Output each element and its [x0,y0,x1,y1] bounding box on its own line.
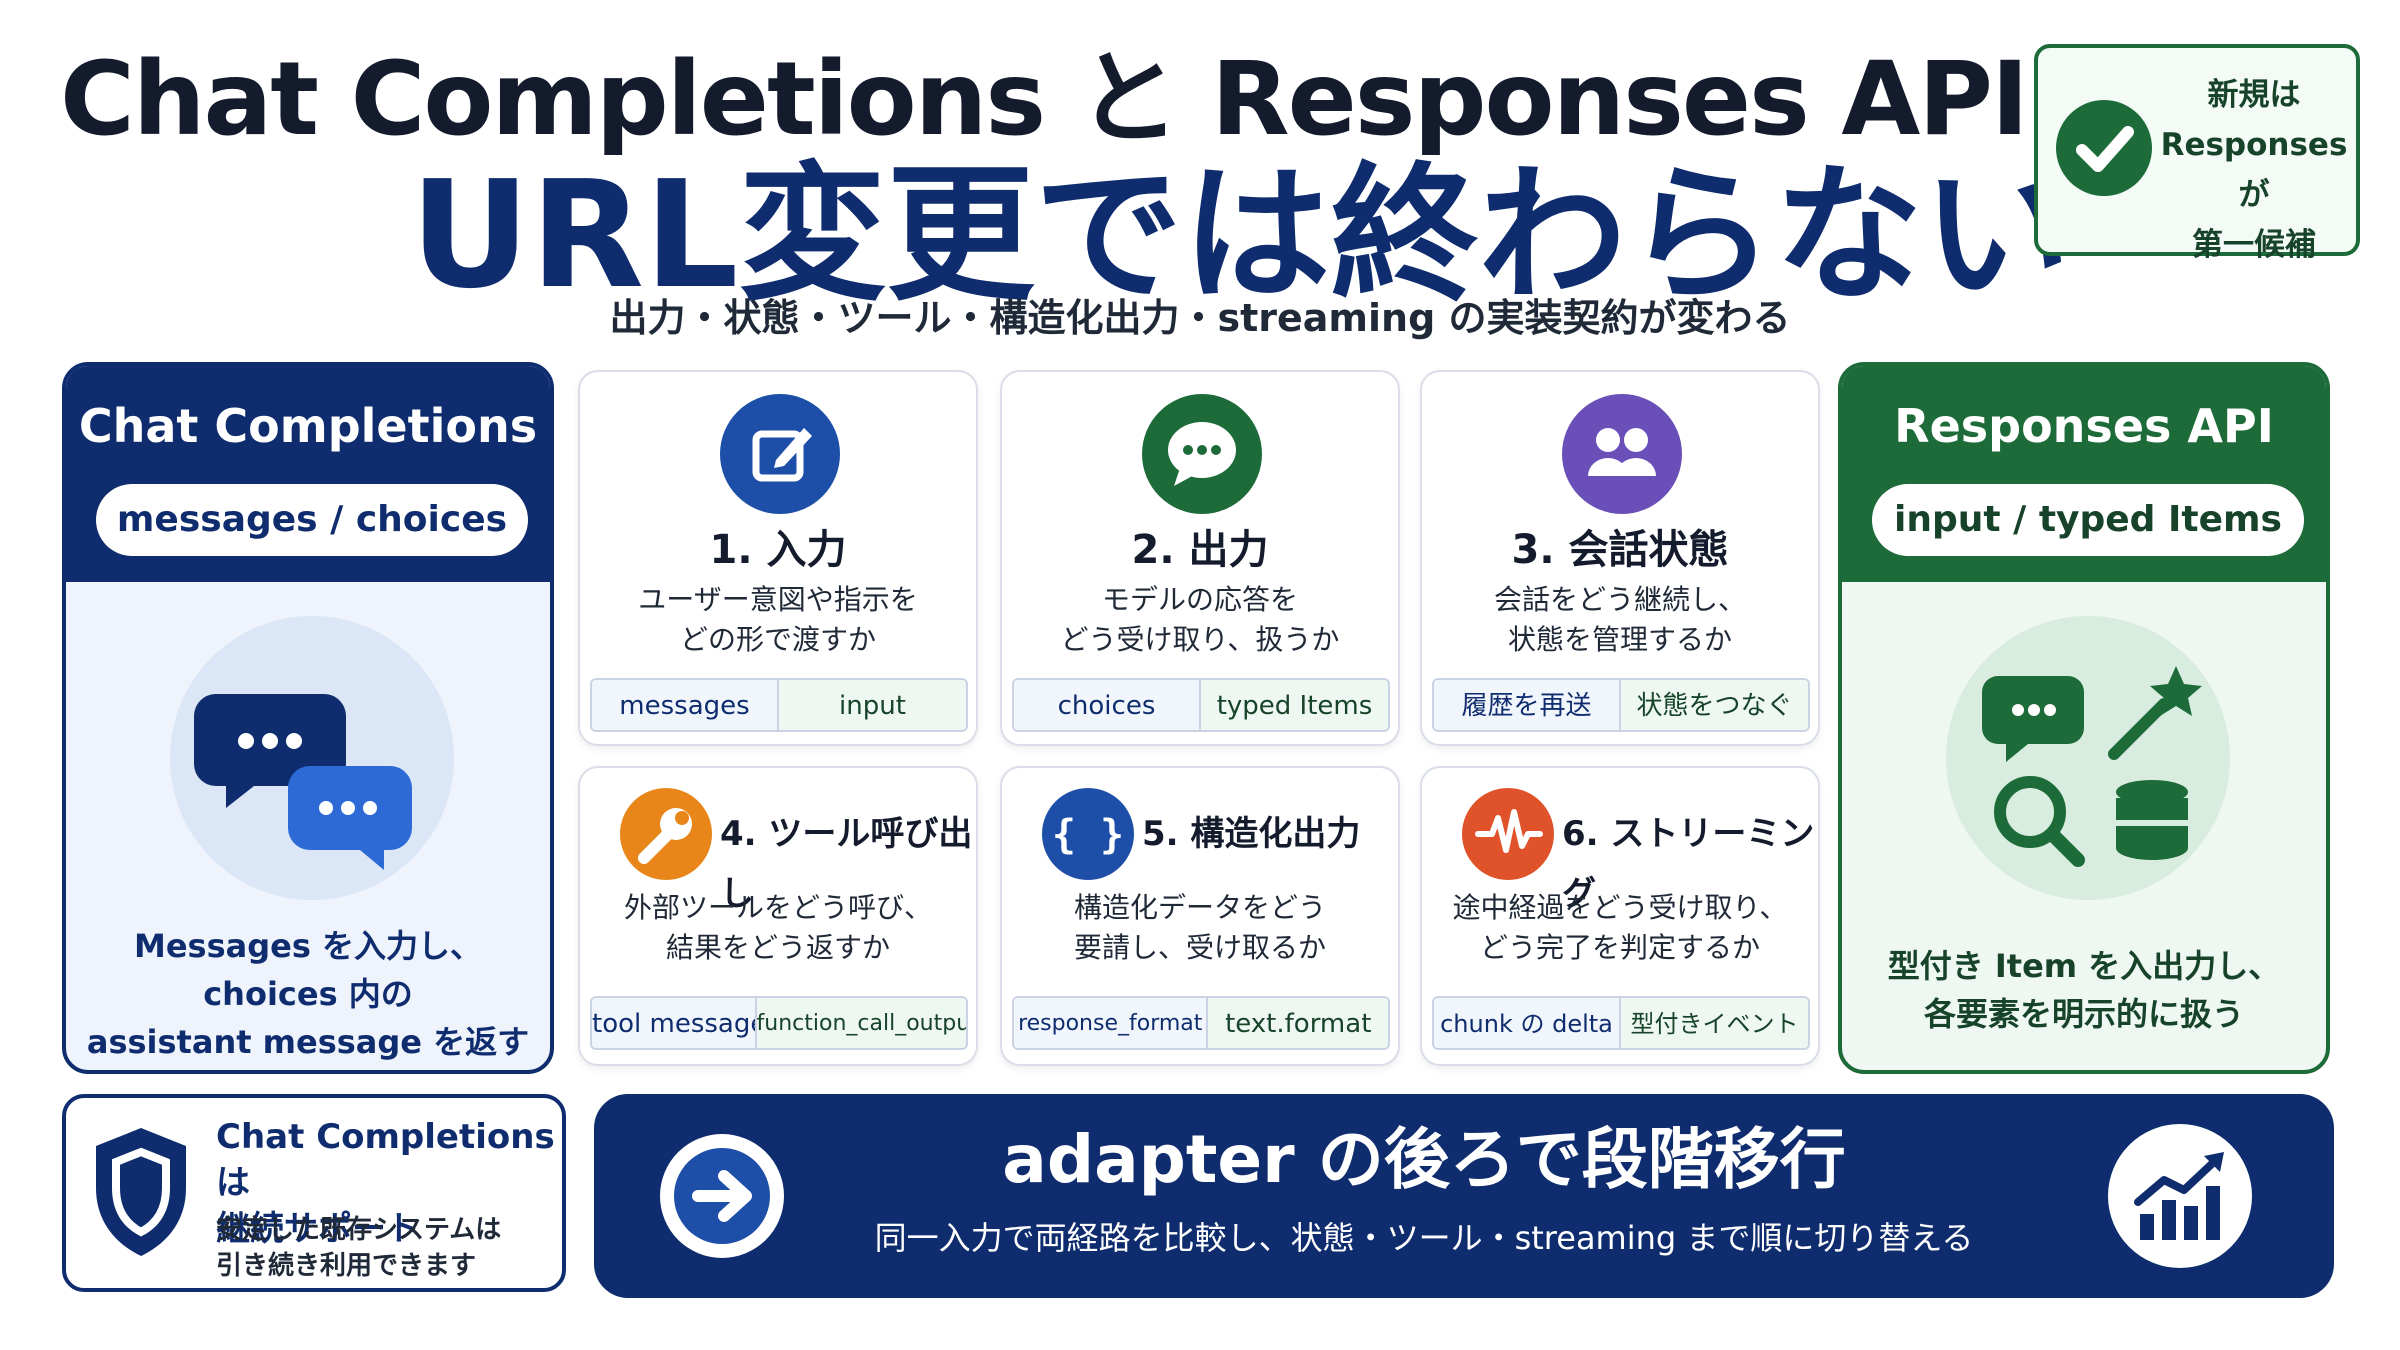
card-desc-line: モデルの応答を [1101,583,1298,616]
card-title: 5. 構造化出力 [1142,814,1361,854]
card-description: 途中経過をどう受け取り、 どう完了を判定するか [1422,888,1818,968]
panel-desc-line: 各要素を明示的に扱う [1923,995,2244,1033]
comparison-chips: response_format text.format [1012,996,1390,1050]
panel-description: Messages を入力し、 choices 内の assistant mess… [66,922,550,1066]
migration-banner: adapter の後ろで段階移行 同一入力で両経路を比較し、状態・ツール・str… [594,1094,2334,1298]
badge-line: 第一候補 [2192,227,2316,263]
chat-completions-chip: choices [1014,680,1201,730]
braces-icon: { } [1042,788,1134,880]
card-desc-line: 状態を管理するか [1507,623,1732,656]
card-title: 4. ツール呼び出し [720,814,973,914]
card-desc-line: ユーザー意図や指示を [638,583,918,616]
chat-completions-panel: Chat Completions messages / choices Mess… [62,362,554,1074]
card-desc-line: 構造化データをどう [1073,891,1326,924]
card-desc-line: 会話をどう継続し、 [1493,583,1746,616]
card-desc-line: 途中経過をどう受け取り、 [1452,891,1788,924]
panel-title: Chat Completions [78,399,538,453]
support-title-line: Chat Completions は [216,1117,555,1203]
page-title: Chat Completions と Responses API の違い [60,40,2363,159]
responses-chip: input [779,680,966,730]
card-output: 2. 出力 モデルの応答を どう受け取り、扱うか choices typed I… [1000,370,1400,746]
chat-completions-chip: messages [592,680,779,730]
banner-title: adapter の後ろで段階移行 [1002,1121,1846,1198]
recommendation-badge: 新規は Responses が 第一候補 [2034,44,2360,263]
card-desc-line: 結果をどう返すか [665,931,890,964]
card-desc-line: どの形で渡すか [679,623,876,656]
comparison-chips: messages input [590,678,968,732]
arrow-right-icon [654,1128,790,1264]
card-title: 6. ストリーミング [1562,814,1815,914]
panel-title: Responses API [1894,399,2274,453]
card-description: モデルの応答を どう受け取り、扱うか [1002,580,1398,660]
badge-line: 新規は [2207,77,2301,113]
badge-line: Responses が [2160,127,2348,213]
edit-icon [720,394,840,514]
panel-desc-line: choices 内の [203,975,413,1013]
comparison-chips: chunk の delta 型付きイベント [1432,996,1810,1050]
comparison-chips: 履歴を再送 状態をつなぐ [1432,678,1810,732]
responses-chip: 型付きイベント [1621,998,1808,1048]
responses-chip: 状態をつなぐ [1621,680,1808,730]
card-input: 1. 入力 ユーザー意図や指示を どの形で渡すか messages input [578,370,978,746]
responses-api-panel: Responses API input / typed Items 型付き It… [1838,362,2330,1074]
support-title: Chat Completions は 継続サポート [216,1114,562,1252]
responses-chip: typed Items [1201,680,1388,730]
support-desc-line: 安定した既存システムは [216,1215,502,1245]
users-icon [1562,394,1682,514]
support-description: 安定した既存システムは 引き続き利用できます [216,1212,562,1284]
waveform-icon [1462,788,1554,880]
growth-chart-icon [2108,1124,2252,1268]
panel-description: 型付き Item を入出力し、 各要素を明示的に扱う [1842,942,2326,1038]
card-title: 1. 入力 [709,527,847,573]
panel-desc-line: Messages を入力し、 [133,927,483,965]
card-desc-line: 外部ツールをどう呼び、 [623,891,932,924]
panel-desc-line: assistant message を返す [86,1023,530,1061]
card-description: 会話をどう継続し、 状態を管理するか [1422,580,1818,660]
card-desc-line: どう完了を判定するか [1479,931,1760,964]
panel-desc-line: 型付き Item を入出力し、 [1887,947,2281,985]
support-desc-line: 引き続き利用できます [216,1251,477,1281]
typed-items-icon-group [1946,616,2230,900]
responses-chip: text.format [1208,998,1388,1048]
card-description: ユーザー意図や指示を どの形で渡すか [580,580,976,660]
card-description: 外部ツールをどう呼び、 結果をどう返すか [580,888,976,968]
shield-icon [86,1122,196,1262]
subtitle: 出力・状態・ツール・構造化出力・streaming の実装契約が変わる [609,296,1791,340]
card-conversation-state: 3. 会話状態 会話をどう継続し、 状態を管理するか 履歴を再送 状態をつなぐ [1420,370,1820,746]
comparison-chips: choices typed Items [1012,678,1390,732]
responses-chip: function_call_output [756,998,966,1048]
svg-text:{ }: { } [1052,812,1124,858]
comparison-chips: tool message function_call_output [590,996,968,1050]
chat-bubbles-icon [170,616,454,900]
wrench-icon [620,788,712,880]
card-desc-line: どう受け取り、扱うか [1060,623,1340,656]
card-structured-output: { } 5. 構造化出力 構造化データをどう 要請し、受け取るか respons… [1000,766,1400,1066]
panel-pill: messages / choices [96,484,528,556]
card-streaming: 6. ストリーミング 途中経過をどう受け取り、 どう完了を判定するか chunk… [1420,766,1820,1066]
card-title: 2. 出力 [1131,527,1269,573]
card-description: 構造化データをどう 要請し、受け取るか [1002,888,1398,968]
headline: URL変更では終わらない [410,149,2071,321]
banner-description: 同一入力で両経路を比較し、状態・ツール・streaming まで順に切り替える [874,1219,1974,1257]
support-title-line: 継続サポート [216,1209,420,1249]
card-tool-calls: 4. ツール呼び出し 外部ツールをどう呼び、 結果をどう返すか tool mes… [578,766,978,1066]
card-desc-line: 要請し、受け取るか [1073,931,1326,964]
chat-completions-chip: 履歴を再送 [1434,680,1621,730]
panel-pill: input / typed Items [1872,484,2304,556]
chat-completions-chip: tool message [592,998,757,1048]
chat-bubble-icon [1142,394,1262,514]
chat-completions-chip: response_format [1014,998,1209,1048]
continued-support-note: Chat Completions は 継続サポート 安定した既存システムは 引き… [62,1094,566,1292]
card-title: 3. 会話状態 [1511,527,1729,573]
chat-completions-chip: chunk の delta [1434,998,1621,1048]
checkmark-icon [2056,100,2152,196]
badge-text: 新規は Responses が 第一候補 [2156,70,2352,270]
